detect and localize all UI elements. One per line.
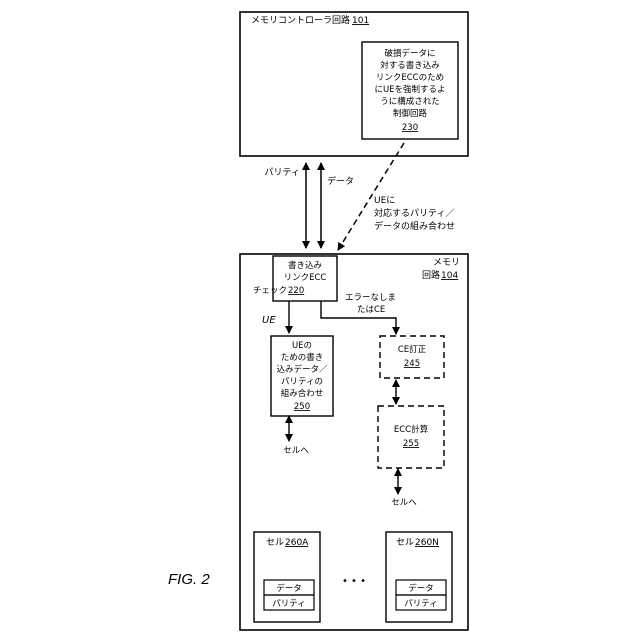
ecc-calc-ref: 255 [403, 439, 419, 449]
svg-text:UEに: UEに [374, 195, 395, 206]
memory-circuit-box [240, 254, 468, 630]
svg-text:組み合わせ: 組み合わせ [281, 388, 324, 399]
svg-text:チェック: チェック [253, 286, 287, 296]
cell-n-title: セル [396, 537, 414, 548]
cell-a-data-label: データ [276, 583, 302, 594]
memory-title-line1: メモリ [433, 258, 460, 268]
cell-a-ref: 260A [285, 538, 309, 548]
ce-correction-box [380, 336, 444, 378]
cell-n-parity-label: パリティ [404, 599, 438, 609]
memory-ref: 104 [441, 271, 458, 281]
cells-ellipsis: • • • [342, 576, 366, 587]
ecc-calc-label: ECC計算 [394, 424, 429, 435]
controller-ref: 101 [352, 16, 369, 26]
data-link-label: データ [327, 175, 354, 187]
ce-correction-ref: 245 [404, 359, 420, 369]
svg-text:リンクECCのため: リンクECCのため [376, 73, 444, 83]
svg-text:対する書き込み: 対する書き込み [380, 60, 440, 71]
svg-text:エラーなしま: エラーなしま [345, 293, 396, 303]
svg-text:リンクECC: リンクECC [284, 273, 327, 283]
svg-text:書き込み: 書き込み [288, 260, 323, 271]
memory-title-line2: 回路 [422, 269, 440, 281]
control-circuit-label: 破損データに 対する書き込み リンクECCのため にUEを強制するよ うに構成さ… [374, 48, 445, 133]
svg-text:にUEを強制するよ: にUEを強制するよ [374, 84, 445, 95]
cell-a-title: セル [266, 537, 284, 548]
ce-correction-label: CE訂正 [398, 344, 427, 355]
svg-text:データの組み合わせ: データの組み合わせ [374, 220, 455, 232]
svg-text:UEの: UEの [292, 341, 312, 351]
cell-a-parity-label: パリティ [272, 599, 306, 609]
figure-label: FIG. 2 [168, 571, 210, 588]
no-error-label: エラーなしま たはCE [345, 293, 396, 315]
svg-text:たはCE: たはCE [357, 305, 385, 315]
control-circuit-ref: 230 [402, 123, 418, 133]
cell-n-ref: 260N [415, 538, 439, 548]
svg-text:破損データに: 破損データに [384, 48, 435, 59]
ue-combo-label: UEに 対応するパリティ／ データの組み合わせ [374, 195, 455, 232]
svg-text:うに構成された: うに構成された [380, 96, 440, 107]
ecc-to-cell-label: セルへ [391, 498, 417, 508]
parity-link-label: パリティ [265, 167, 300, 178]
ecc-calc-box [378, 406, 444, 468]
ue-path-label: UE [262, 315, 276, 326]
write-check-ref: 220 [288, 286, 304, 296]
svg-text:込みデータ／: 込みデータ／ [276, 364, 328, 375]
svg-text:ための書き: ための書き [281, 352, 324, 363]
svg-text:対応するパリティ／: 対応するパリティ／ [374, 207, 454, 219]
cell-n-data-label: データ [408, 583, 434, 594]
svg-text:制御回路: 制御回路 [393, 108, 428, 119]
ue-combo-box-ref: 250 [294, 402, 310, 412]
svg-text:パリティの: パリティの [281, 377, 323, 387]
ue-combo-box-label: UEの ための書き 込みデータ／ パリティの 組み合わせ 250 [276, 341, 328, 412]
ue-to-cell-label: セルへ [283, 446, 309, 456]
memory-controller-box [240, 12, 468, 156]
controller-title: メモリコントローラ回路 [251, 14, 350, 26]
